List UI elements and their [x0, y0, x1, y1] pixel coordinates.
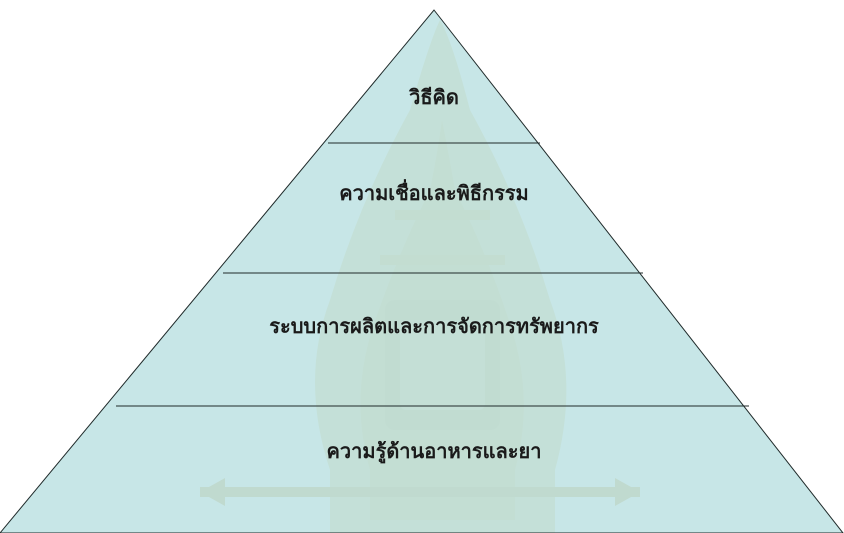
level-label-bottom: ความรู้ด้านอาหารและยา: [327, 439, 542, 465]
level-label-top: วิธีคิด: [408, 85, 459, 109]
level-label-third: ระบบการผลิตและการจัดการทรัพยากร: [269, 314, 599, 338]
level-label-second: ความเชื่อและพิธีกรรม: [339, 178, 529, 205]
